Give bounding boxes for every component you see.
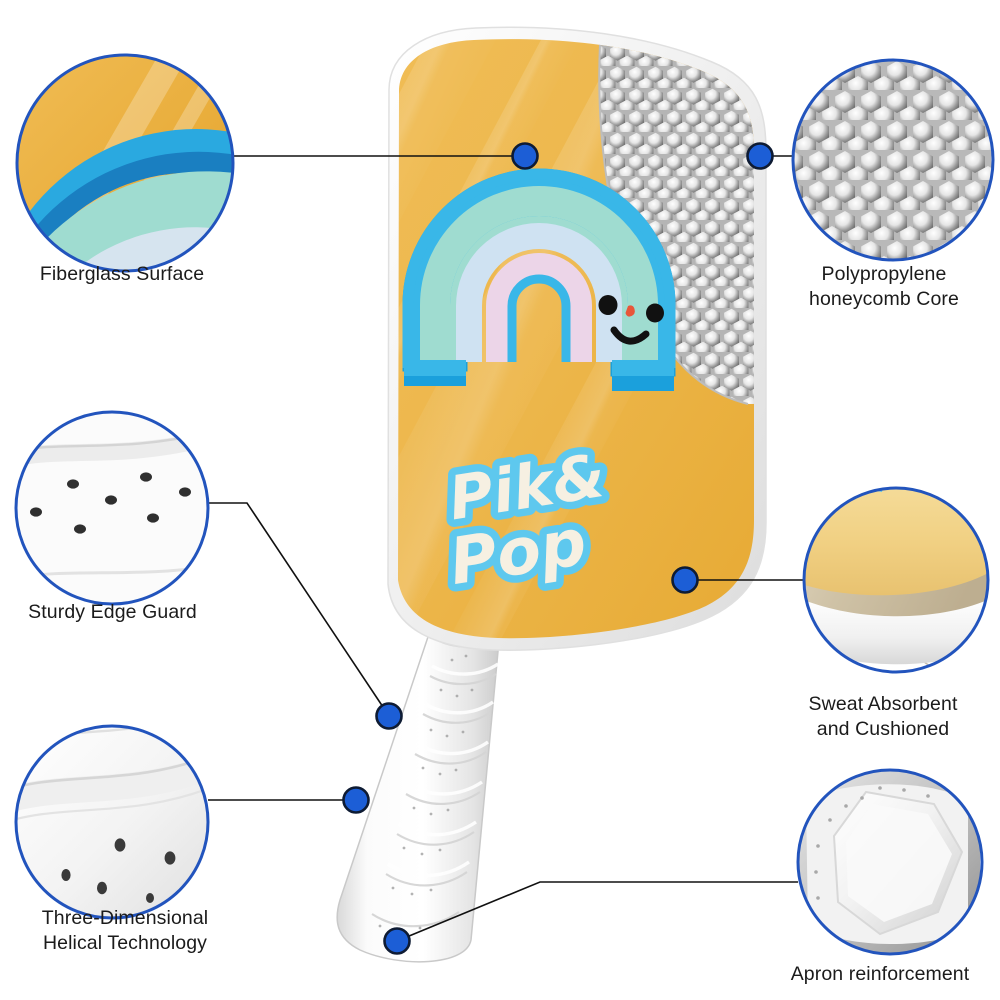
callout-sturdy-edge-guard[interactable] xyxy=(10,410,212,606)
rainbow-face xyxy=(598,295,664,345)
label-sweat-absorbent-and-cushioned: Sweat Absorbent and Cushioned xyxy=(808,693,958,740)
paddle: Pik& Pik& Pop Pop xyxy=(336,26,767,963)
leader-edge-guard xyxy=(208,502,390,717)
marker-fiberglass[interactable] xyxy=(511,142,539,170)
label-sturdy-edge-guard: Sturdy Edge Guard xyxy=(28,601,197,623)
marker-dots xyxy=(342,142,774,955)
callout-circle-honeycomb[interactable] xyxy=(791,58,995,262)
callout-sweat-absorbent-and-cushioned[interactable] xyxy=(790,469,1000,676)
marker-edge-guard[interactable] xyxy=(375,702,403,730)
marker-honeycomb[interactable] xyxy=(746,142,774,170)
callout-polypropylene-honeycomb-core[interactable] xyxy=(791,58,995,262)
rainbow-graphic xyxy=(402,168,676,391)
label-three-dimensional-helical-technology: Three-Dimensional Helical Technology xyxy=(41,907,209,954)
callout-circle-fiberglass[interactable] xyxy=(15,53,235,273)
callout-three-dimensional-helical-technology[interactable] xyxy=(0,708,215,920)
callout-circle-helical[interactable] xyxy=(14,724,210,920)
callout-circle-apron[interactable] xyxy=(796,768,984,956)
marker-helical[interactable] xyxy=(342,786,370,814)
label-polypropylene-honeycomb-core: Polypropylene honeycomb Core xyxy=(809,263,959,310)
callout-fiberglass-surface[interactable] xyxy=(0,27,252,400)
label-apron-reinforcement: Apron reinforcement xyxy=(790,963,970,985)
leader-apron xyxy=(396,881,798,942)
callout-apron-reinforcement[interactable] xyxy=(796,768,984,958)
label-fiberglass-surface: Fiberglass Surface xyxy=(39,263,205,285)
callout-circle-sweat[interactable] xyxy=(802,486,990,674)
marker-apron[interactable] xyxy=(383,927,411,955)
marker-sweat[interactable] xyxy=(671,566,699,594)
logo-line2-outline: Pop xyxy=(445,506,592,600)
callout-circle-edge-guard[interactable] xyxy=(14,410,210,606)
